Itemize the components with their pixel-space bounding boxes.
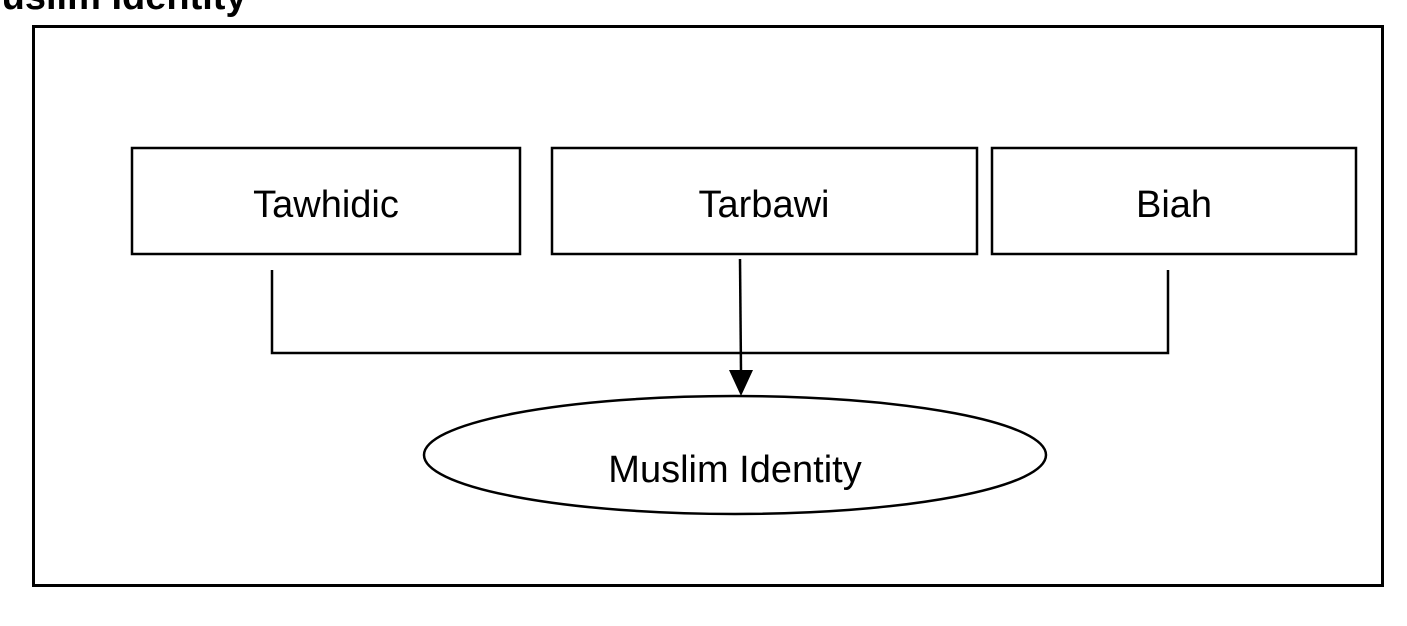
connector-bracket: [270, 270, 1170, 355]
node-biah-box: [990, 146, 1358, 256]
node-biah-label: Biah: [1136, 184, 1212, 226]
node-tawhidic-box: [130, 146, 522, 256]
node-tarbawi[interactable]: Tarbawi: [550, 146, 979, 256]
node-muslim-identity-label: Muslim Identity: [608, 449, 861, 491]
node-muslim-identity[interactable]: Muslim Identity: [422, 394, 1048, 516]
connector-arrow-shaft: [738, 258, 743, 373]
node-tarbawi-box: [550, 146, 979, 256]
node-muslim-identity-ellipse: [422, 394, 1048, 516]
node-tawhidic-label: Tawhidic: [253, 184, 399, 226]
arrow-head-icon: [729, 370, 753, 396]
page-heading: Muslim Identity: [0, 0, 247, 16]
node-tarbawi-label: Tarbawi: [699, 184, 830, 226]
diagram-frame: [32, 25, 1384, 587]
node-tawhidic[interactable]: Tawhidic: [130, 146, 522, 256]
node-biah[interactable]: Biah: [990, 146, 1358, 256]
